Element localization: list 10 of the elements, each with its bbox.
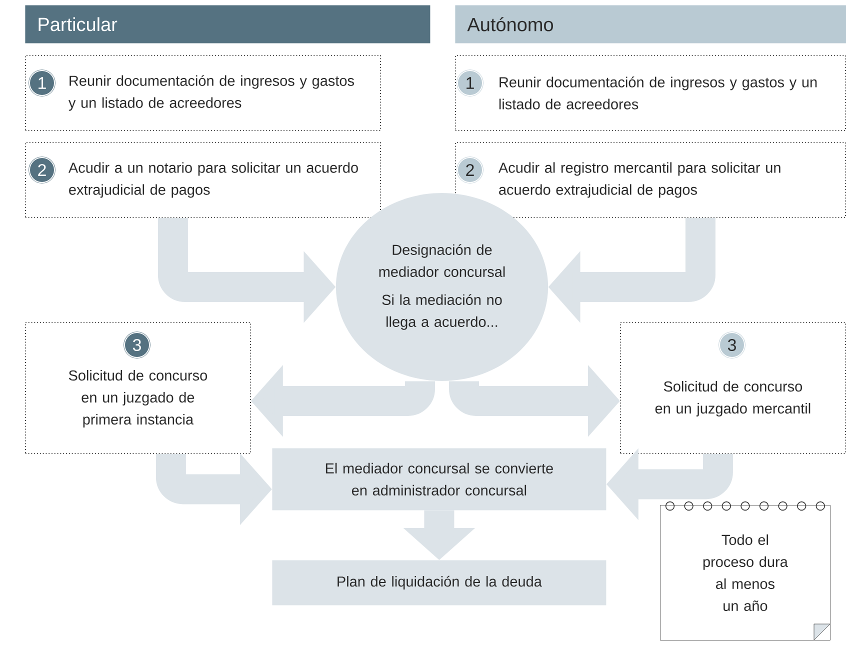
number-badge: 3: [718, 332, 746, 358]
number-badge: 2: [456, 156, 484, 184]
number-badge: 1: [28, 70, 56, 96]
header-band: Particular: [25, 5, 430, 44]
header-band: Autónomo: [455, 5, 846, 44]
number-badge: 2: [28, 156, 56, 184]
process-box: Plan de liquidación de la deuda: [272, 560, 606, 606]
number-badge: 1: [456, 70, 484, 96]
note-card: Todo el proceso dura al menos un año: [660, 501, 830, 640]
number-badge: 3: [124, 332, 150, 358]
